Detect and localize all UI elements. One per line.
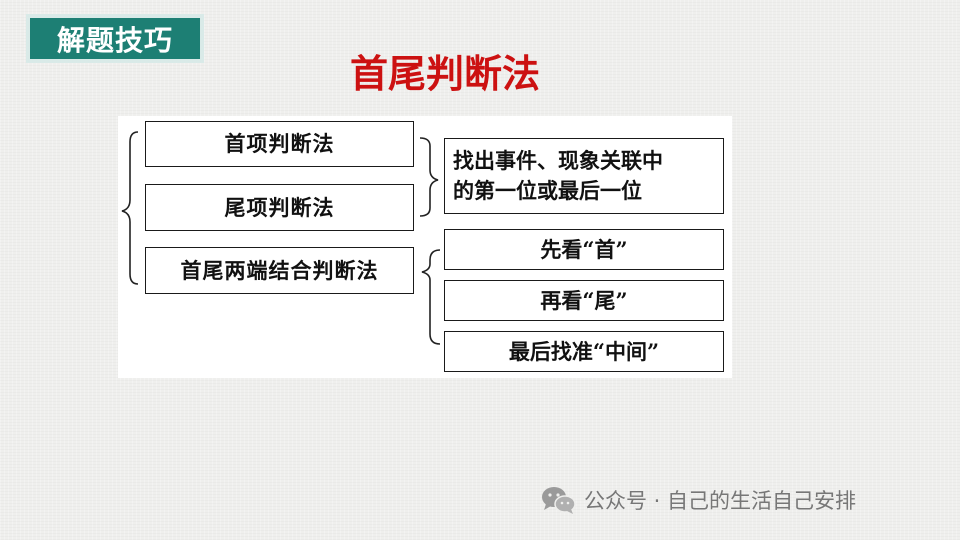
step-find-middle: 最后找准“中间”	[444, 331, 724, 372]
middle-brace-bottom	[421, 249, 441, 345]
method-combined: 首尾两端结合判断法	[145, 247, 414, 294]
method-last-item: 尾项判断法	[145, 184, 414, 231]
left-brace	[121, 131, 139, 285]
method-diagram: 首项判断法 尾项判断法 首尾两端结合判断法 找出事件、现象关联中 的第一位或最后…	[118, 116, 732, 378]
first-last-note: 找出事件、现象关联中 的第一位或最后一位	[444, 138, 724, 214]
page-title: 首尾判断法	[349, 51, 540, 96]
bracket-lines	[121, 131, 441, 345]
section-badge-label: 解题技巧	[30, 18, 200, 59]
wechat-icon	[542, 487, 576, 514]
step-look-last: 再看“尾”	[444, 280, 724, 321]
middle-brace-top	[419, 137, 439, 217]
footer-text: 公众号 · 自己的生活自己安排	[584, 489, 857, 513]
section-badge: 解题技巧	[26, 14, 204, 63]
footer-attribution: 公众号 · 自己的生活自己安排	[540, 482, 856, 518]
note-line-1: 找出事件、现象关联中	[453, 148, 663, 173]
step-look-first: 先看“首”	[444, 229, 724, 270]
method-first-item: 首项判断法	[145, 121, 414, 167]
note-line-2: 的第一位或最后一位	[453, 178, 642, 203]
